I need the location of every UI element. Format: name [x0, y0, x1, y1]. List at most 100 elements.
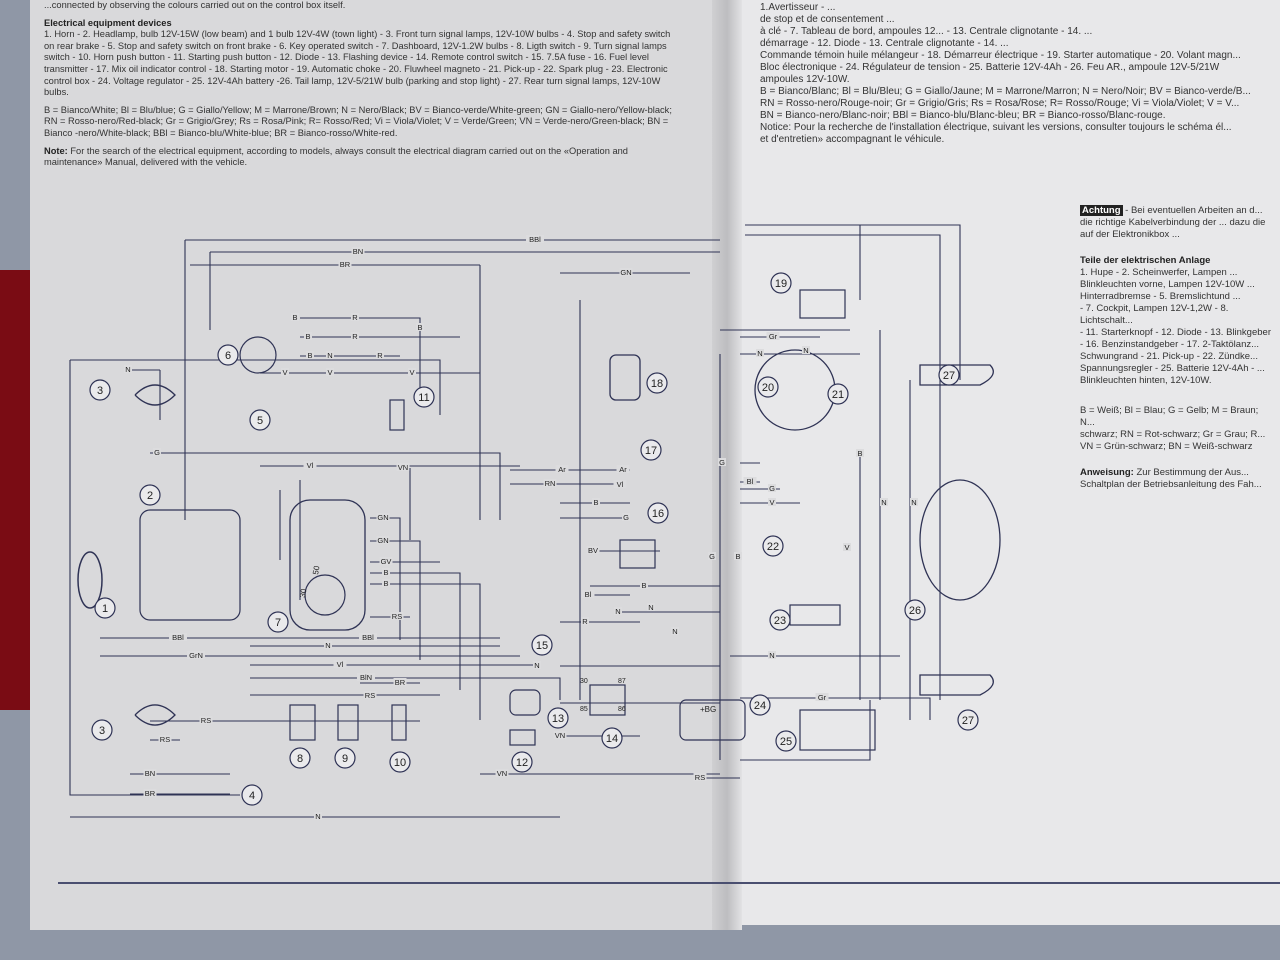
component-circle: [827, 383, 849, 405]
regulator-shape: [679, 699, 746, 741]
wire-label-bg: [326, 351, 334, 359]
control-box-shape: [789, 604, 841, 626]
component-circle: [89, 379, 111, 401]
component-number: 19: [775, 278, 787, 290]
fr-line: à clé - 7. Tableau de bord, ampoules 12.…: [760, 26, 1093, 37]
component-number: 15: [536, 640, 548, 652]
wire-label: R: [352, 313, 358, 322]
wire-label: G: [769, 484, 775, 493]
wire-label: RS: [392, 612, 402, 621]
component-number: 16: [652, 508, 664, 520]
fr-line: RN = Rosso-nero/Rouge-noir; Gr = Grigio/…: [760, 98, 1240, 109]
fr-line: Notice: Pour la recherche de l'installat…: [760, 122, 1232, 133]
wire-label: R: [377, 351, 383, 360]
wire-label-bg: [333, 660, 347, 668]
wire-label: N: [125, 365, 130, 374]
wire-label: N: [757, 349, 762, 358]
component-number: 27: [943, 370, 955, 382]
component-circle: [646, 372, 668, 394]
component-circle: [241, 784, 263, 806]
page-rule: [58, 882, 1280, 884]
wire-label-bg: [553, 731, 567, 739]
wire-label: V: [409, 368, 414, 377]
color-legend: B = Bianco/White; Bl = Blu/blue; G = Gia…: [44, 104, 672, 138]
wire-label-bg: [533, 661, 541, 669]
wire-label: VN: [497, 769, 507, 778]
wire-label: Gr: [818, 693, 827, 702]
wire-label: BlN: [360, 673, 372, 682]
wire-label-bg: [416, 323, 424, 331]
wire-label: B: [593, 498, 598, 507]
anweisung-text: Zur Bestimmung der Aus... Schaltplan der…: [1080, 467, 1262, 490]
component-circle: [957, 709, 979, 731]
wire-label: RS: [160, 735, 170, 744]
wire-label-bg: [647, 603, 655, 611]
component-number: 26: [909, 605, 921, 617]
wire-label: G: [154, 448, 160, 457]
achtung-label: Achtung: [1080, 205, 1123, 216]
component-number: 10: [394, 757, 406, 769]
wire-label-bg: [306, 351, 314, 359]
wire-label-bg: [408, 368, 416, 376]
wire-label-bg: [326, 368, 334, 376]
fr-line: démarrage - 12. Diode - 13. Centrale cli…: [760, 38, 1009, 49]
de-line: Blinkleuchten hinten, 12V-10W.: [1080, 375, 1212, 386]
horn-button-shape: [391, 704, 407, 741]
relay-pin-label: 85: [580, 706, 588, 713]
wire-label-bg: [291, 313, 299, 321]
wire-label: G: [719, 458, 725, 467]
component-number: 20: [762, 382, 774, 394]
english-text: ...connected by observing the colours ca…: [44, 0, 676, 175]
wire-label: BN: [145, 769, 155, 778]
component-number: 11: [418, 392, 429, 404]
wire-label-bg: [199, 716, 213, 724]
component-circle: [511, 751, 533, 773]
wire-label-bg: [357, 673, 375, 681]
right-page: [728, 0, 1280, 925]
wire-label: Vl: [617, 480, 624, 489]
component-number: 17: [645, 445, 657, 457]
wire-label: Gr: [769, 332, 778, 341]
horn-shape: [77, 551, 103, 609]
relay-pin-label: 30: [580, 678, 588, 685]
component-circle: [647, 502, 669, 524]
de-legend: B = Weiß; Bl = Blau; G = Gelb; M = Braun…: [1080, 405, 1259, 428]
component-number: 14: [606, 733, 618, 745]
wire: [70, 359, 441, 415]
wire: [370, 572, 461, 690]
wire-label-bg: [616, 465, 630, 473]
component-number: 5: [257, 415, 263, 427]
key-switch-shape: [239, 336, 277, 374]
wire-label-bg: [390, 612, 404, 620]
wire-label-bg: [376, 351, 384, 359]
component-number: 8: [297, 753, 303, 765]
component-number: 25: [780, 736, 792, 748]
wire-label-bg: [756, 349, 764, 357]
wire-label: B: [305, 332, 310, 341]
wire-label: GN: [377, 513, 388, 522]
component-circle: [775, 730, 797, 752]
wire-label: RS: [695, 773, 705, 782]
devices-text: 1. Horn - 2. Headlamp, bulb 12V-15W (low…: [44, 29, 671, 98]
wire: [300, 317, 421, 390]
component-number: 6: [225, 350, 231, 362]
wire: [740, 700, 871, 761]
speedometer-shape: [304, 574, 346, 616]
wire-label: Bl: [585, 590, 592, 599]
wire-label-bg: [338, 260, 352, 268]
relay-pin-label: 86: [618, 706, 626, 713]
wire-label-bg: [768, 651, 776, 659]
wire-label-bg: [622, 513, 630, 521]
wire-label-bg: [351, 313, 359, 321]
component-number: 7: [275, 617, 281, 629]
wire-label: V: [844, 543, 849, 552]
wire-label: B: [857, 449, 862, 458]
wire-label-bg: [693, 773, 707, 781]
wire-label-bg: [382, 579, 390, 587]
wire-label-bg: [143, 769, 157, 777]
wire-label: B: [383, 568, 388, 577]
wire-label: BBl: [362, 633, 374, 642]
de-line: - 7. Cockpit, Lampen 12V-1,2W - 8. Licht…: [1080, 303, 1229, 326]
component-number: 9: [342, 753, 348, 765]
